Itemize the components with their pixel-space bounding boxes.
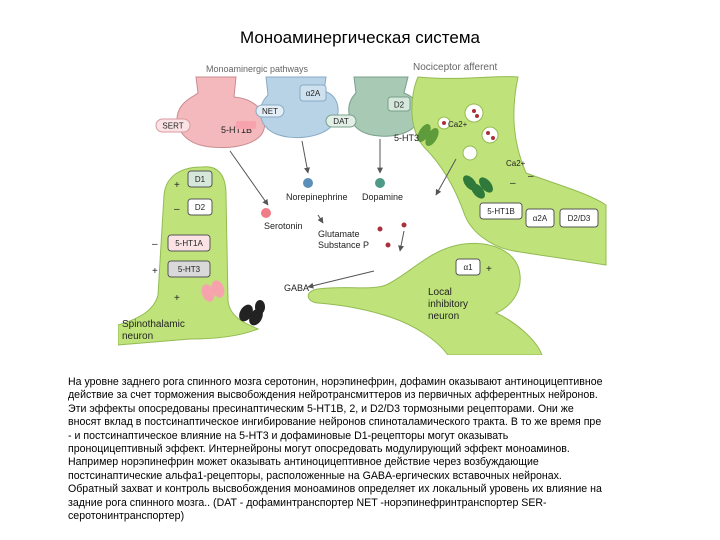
d2-receptor-top: D2 xyxy=(387,96,411,112)
sign-plus-gaba: + xyxy=(174,293,180,304)
calcium-channels xyxy=(463,175,493,199)
label-nociceptor-afferent: Nociceptor afferent xyxy=(413,62,498,73)
svg-text:α1: α1 xyxy=(463,263,473,272)
caption-line: вносят вклад в постсинаптическое ингибир… xyxy=(68,416,602,429)
label-serotonin: Serotonin xyxy=(264,221,303,231)
svg-text:D2: D2 xyxy=(394,101,405,110)
svg-text:α2A: α2A xyxy=(306,89,321,98)
svg-text:D2: D2 xyxy=(195,203,206,212)
caption-line: Например норэпинефрин может оказывать ан… xyxy=(68,456,539,469)
sign-minus-ca1: – xyxy=(510,178,516,189)
label-spinothalamic-1: Spinothalamic xyxy=(122,319,185,330)
caption-line: задние рога спинного мозга.. (DAT - дофа… xyxy=(68,496,547,509)
caption-line: - и постсинаптическое влияние на 5-HT3 и… xyxy=(68,429,509,442)
label-local-2: inhibitory xyxy=(428,299,468,310)
5ht3-receptor-left: 5-HT3 xyxy=(167,260,211,278)
sign-plus-d1: + xyxy=(174,180,180,191)
sign-plus-alpha1: + xyxy=(486,264,492,275)
spinothalamic-neuron xyxy=(118,166,260,346)
svg-text:5-HT3: 5-HT3 xyxy=(394,133,419,143)
label-norepinephrine: Norepinephrine xyxy=(286,192,348,202)
label-5ht1b-top: 5-HT1B xyxy=(221,125,252,135)
alpha1-receptor: α1 xyxy=(455,258,481,276)
5ht1b-receptor-right: 5-HT1B xyxy=(479,202,523,220)
norepinephrine-dot xyxy=(303,178,313,188)
label-substance-p: Substance P xyxy=(318,240,369,250)
glutamate-dots xyxy=(377,222,407,248)
caption-line: действие за счет торможения высвобождени… xyxy=(68,389,598,402)
caption-line: постсинаптические альфа1-рецепторы, расп… xyxy=(68,469,562,482)
d1-receptor-left: D1 xyxy=(187,170,213,188)
5ht1a-receptor-left: 5-HT1A xyxy=(167,234,211,252)
svg-text:5-HT1A: 5-HT1A xyxy=(175,239,203,248)
dat-transporter: DAT xyxy=(325,114,357,128)
sign-minus-ca2: – xyxy=(528,171,534,182)
caption-line: проноцицептивный эффект. Интернейроны мо… xyxy=(68,443,570,456)
alpha2a-receptor-top: α2A xyxy=(299,84,327,102)
svg-text:D2/D3: D2/D3 xyxy=(568,214,591,223)
d2d3-receptor-right: D2/D3 xyxy=(559,208,599,228)
svg-text:α2A: α2A xyxy=(533,214,548,223)
sert-transporter: SERT xyxy=(155,118,191,133)
label-monoaminergic-pathways: Monoaminergic pathways xyxy=(206,64,309,74)
label-glutamate: Glutamate xyxy=(318,229,360,239)
d2-receptor-left: D2 xyxy=(187,198,213,216)
slide-title: Моноаминергическая система xyxy=(240,28,480,47)
5ht3-receptor-top: 5-HT3 xyxy=(394,123,439,147)
caption-line: На уровне заднего рога спинного мозга се… xyxy=(68,376,603,388)
label-local-1: Local xyxy=(428,287,452,298)
net-transporter: NET xyxy=(255,104,285,118)
svg-text:SERT: SERT xyxy=(162,122,183,131)
sign-minus-d2: – xyxy=(174,204,180,215)
sign-plus-ht3: + xyxy=(152,266,158,277)
svg-text:DAT: DAT xyxy=(333,117,349,126)
svg-text:NET: NET xyxy=(262,107,278,116)
alpha2a-receptor-right: α2A xyxy=(525,208,555,228)
svg-text:D1: D1 xyxy=(195,175,206,184)
label-spinothalamic-2: neuron xyxy=(122,331,153,342)
sign-minus-ht1a: – xyxy=(152,239,158,250)
svg-text:5-HT3: 5-HT3 xyxy=(178,265,201,274)
release-arrows xyxy=(229,139,457,289)
label-local-3: neuron xyxy=(428,311,459,322)
label-dopamine: Dopamine xyxy=(362,192,403,202)
caption: На уровне заднего рога спинного мозга се… xyxy=(68,376,658,523)
svg-text:5-HT1B: 5-HT1B xyxy=(487,207,515,216)
nociceptor-afferent xyxy=(411,76,607,266)
label-ca-mid: Ca2+ xyxy=(506,159,526,168)
caption-line: Обратный захват и контроль высвобождения… xyxy=(68,483,602,496)
label-gaba: GABA xyxy=(284,283,309,293)
caption-line: серотонинтранспортер) xyxy=(68,510,185,523)
serotonin-dot xyxy=(261,208,271,218)
caption-line: Эти эффекты опосредованы пресинаптически… xyxy=(68,402,574,415)
monoaminergic-diagram: Monoaminergic pathways Nociceptor affere… xyxy=(118,55,608,355)
5ht1b-receptor-top xyxy=(236,121,256,129)
label-ca-top: Ca2+ xyxy=(448,120,468,129)
dopamine-dot xyxy=(375,178,385,188)
gaba-receptors xyxy=(201,280,265,326)
local-inhibitory-neuron xyxy=(307,243,543,355)
